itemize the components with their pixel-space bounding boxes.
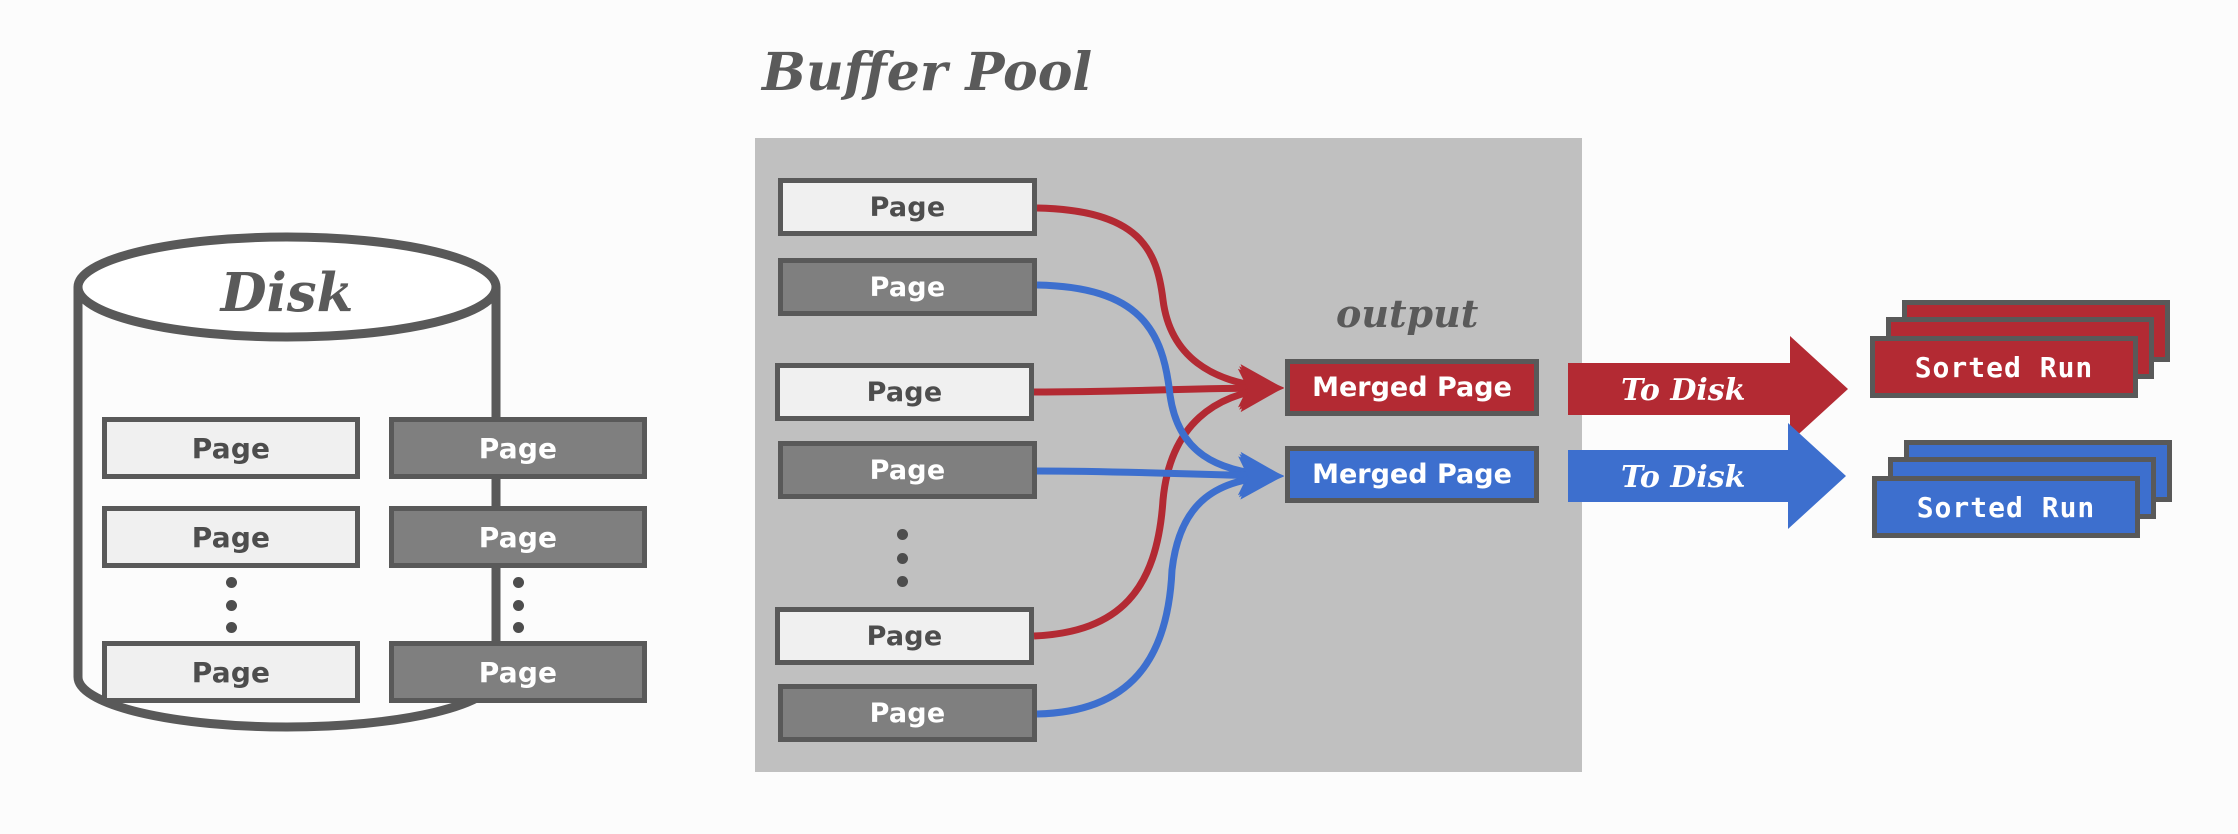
page-label: Page [869, 454, 946, 486]
page-label: Page [478, 520, 558, 554]
page-label: Page [866, 376, 943, 408]
buffer-page-5: Page [775, 607, 1034, 665]
sorted-run-stack-blue: Sorted Run [1872, 440, 2172, 560]
buffer-page-2: Page [778, 258, 1037, 316]
sorted-run-sheet-front-blue: Sorted Run [1872, 476, 2140, 538]
page-label: Page [869, 271, 946, 303]
page-label: Page [866, 620, 943, 652]
disk-page-left-3: Page [102, 641, 360, 703]
disk-left-ellipsis-icon [225, 577, 237, 633]
disk-page-left-1: Page [102, 417, 360, 479]
buffer-pool-ellipsis-icon [896, 529, 908, 587]
disk-page-right-2: Page [389, 506, 647, 568]
output-label: output [1336, 291, 1479, 336]
buffer-page-6: Page [778, 684, 1037, 742]
sorted-run-stack-red: Sorted Run [1870, 300, 2170, 420]
disk-page-left-2: Page [102, 506, 360, 568]
to-disk-label-blue: To Disk [1621, 460, 1746, 495]
disk-page-right-1: Page [389, 417, 647, 479]
merged-page-label: Merged Page [1312, 459, 1512, 490]
disk-right-ellipsis-icon [512, 577, 524, 633]
page-label: Page [191, 655, 271, 689]
merged-page-red: Merged Page [1285, 359, 1539, 416]
sorted-run-label: Sorted Run [1914, 350, 2094, 384]
merged-page-blue: Merged Page [1285, 446, 1539, 503]
buffer-page-3: Page [775, 363, 1034, 421]
buffer-pool-title: Buffer Pool [762, 42, 1093, 103]
page-label: Page [869, 697, 946, 729]
merged-page-label: Merged Page [1312, 372, 1512, 403]
page-label: Page [191, 431, 271, 465]
disk-page-right-3: Page [389, 641, 647, 703]
sorted-run-sheet-front-red: Sorted Run [1870, 336, 2138, 398]
disk-title: Disk [220, 262, 354, 324]
sorted-run-label: Sorted Run [1916, 490, 2096, 524]
page-label: Page [478, 431, 558, 465]
buffer-page-4: Page [778, 441, 1037, 499]
page-label: Page [869, 191, 946, 223]
page-label: Page [478, 655, 558, 689]
page-label: Page [191, 520, 271, 554]
buffer-page-1: Page [778, 178, 1037, 236]
to-disk-label-red: To Disk [1621, 373, 1746, 408]
